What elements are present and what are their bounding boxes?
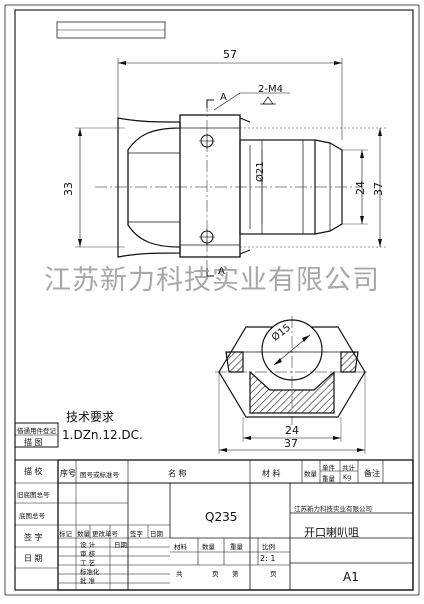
- dim-length: 57: [223, 48, 237, 61]
- section-mark-top: A: [220, 92, 227, 103]
- dim-height-33: 33: [62, 182, 75, 196]
- notes-line-1: 1.DZn.12.DC.: [62, 428, 143, 442]
- bom-name: 名 称: [168, 469, 187, 478]
- weight-label: 重量: [230, 543, 243, 551]
- side-used-for: 借通用件登记: [17, 427, 56, 435]
- company-watermark: 江苏新力科技实业有限公司: [44, 265, 380, 296]
- section-view: [215, 316, 370, 454]
- bom-weight: 重量: [322, 475, 335, 483]
- sheet-no-label: 第: [232, 570, 239, 578]
- side-base-code: 底图总号: [19, 512, 45, 520]
- section-mark-bottom: A: [218, 266, 225, 277]
- side-date: 日 期: [24, 554, 43, 563]
- dim-bottom-37: 37: [284, 437, 298, 450]
- drawing-number: A1: [343, 570, 359, 584]
- role-design: 设 计: [80, 541, 96, 549]
- bom-remarks: 备注: [364, 469, 380, 478]
- dim-thread: 2-M4: [258, 84, 283, 95]
- role-standard: 标准化: [80, 568, 100, 576]
- outer-border: [4, 4, 420, 596]
- material-value: Q235: [205, 510, 238, 524]
- part-name: 开口喇叭咀: [304, 526, 359, 539]
- side-trace: 描 图: [24, 438, 43, 447]
- dim-bottom-24: 24: [285, 424, 299, 437]
- scale-label: 比例: [262, 543, 275, 551]
- materials-label: 材料: [174, 543, 187, 551]
- bom-qty: 数量: [304, 470, 317, 478]
- side-sign: 签 字: [24, 533, 43, 542]
- page-label: 页: [270, 570, 277, 578]
- rev-change: 更改单号: [92, 530, 118, 538]
- notes-title: 技术要求: [66, 410, 115, 424]
- title-block: [57, 459, 414, 591]
- side-proof: 描 校: [24, 467, 43, 476]
- total-label: 共: [176, 570, 183, 578]
- dim-inner-diameter: Ø21: [255, 161, 266, 182]
- rev-mark: 标记: [59, 530, 72, 538]
- scale-value: 2: 1: [260, 554, 276, 563]
- front-view: [75, 58, 386, 277]
- bom-seq: 序号: [60, 469, 76, 478]
- bom-material: 材 料: [262, 469, 281, 478]
- dim-height-24: 24: [354, 181, 367, 195]
- sheets-label: 页: [212, 570, 219, 578]
- rev-signature: 签字: [130, 530, 143, 538]
- dim-height-37: 37: [372, 182, 385, 196]
- side-table: [14, 422, 59, 591]
- company-name: 江苏新力科技实业有限公司: [294, 505, 372, 513]
- side-old-code: 旧底图总号: [17, 491, 50, 499]
- rev-date: 日期: [150, 530, 163, 538]
- bom-kg: Kg: [343, 473, 352, 481]
- role-review: 审 核: [80, 550, 96, 558]
- role-approve: 批 准: [80, 577, 96, 585]
- bom-unit-weight: 单件: [322, 464, 335, 472]
- rev-count: 数量: [77, 530, 90, 538]
- quantity-label: 数量: [202, 543, 215, 551]
- role-process: 工 艺: [80, 559, 96, 567]
- bom-total-weight: 共计: [342, 464, 355, 472]
- bom-code: 图号或标准号: [80, 471, 119, 479]
- role-date: 日期: [114, 541, 127, 549]
